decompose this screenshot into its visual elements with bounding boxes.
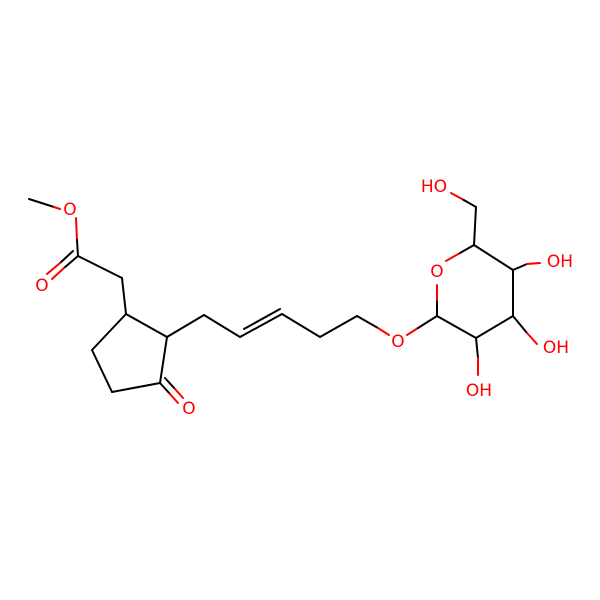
bond-glyco-a — [406, 327, 419, 336]
bond-chain-6b — [377, 327, 390, 336]
bond-chain-1 — [166, 314, 205, 338]
ring-oxygen-label: O — [430, 262, 443, 282]
bond-oh3-a — [512, 315, 528, 334]
bond-ring-4 — [159, 336, 168, 384]
bond-ester-o — [53, 206, 61, 210]
ch2oh-label: HO — [421, 177, 447, 197]
bond-ketone-1b — [169, 393, 179, 404]
ester-oxygen-label: O — [63, 200, 76, 220]
bond-pyr-3 — [473, 244, 514, 271]
bond-chain-5 — [319, 315, 358, 338]
bond-ch2oh-2a — [461, 198, 477, 208]
bond-ketone-2b — [174, 388, 184, 399]
ketone-oxygen-label: O — [182, 399, 195, 419]
bond-chain-3b — [243, 308, 281, 330]
bond-pyr-6 — [436, 315, 477, 339]
bond-oh4-b — [526, 262, 541, 265]
carbonyl-oxygen-label: O — [35, 276, 48, 296]
bond-ring-1 — [91, 313, 127, 351]
bond-oh2-a — [475, 337, 479, 359]
bond-ring-3 — [111, 382, 161, 393]
bond-chain-6a — [356, 315, 379, 329]
bond-ch2-ring — [121, 277, 127, 315]
bond-methyl — [28, 198, 55, 208]
bond-carbonyl-1b — [51, 267, 65, 280]
bond-glyco-b — [417, 315, 438, 329]
bond-ch2oh-2b — [450, 192, 463, 200]
bond-carbonyl-1a — [63, 255, 79, 269]
bond-ester-o-c — [75, 217, 78, 241]
bond-ketone-2a — [164, 377, 176, 390]
bond-pyr-2a — [445, 252, 461, 262]
oh-4-label: OH — [547, 252, 573, 272]
oh-2-label: OH — [466, 381, 492, 401]
bond-oh4-a — [512, 263, 528, 271]
bond-ester-c — [76, 239, 79, 257]
bond-ch2oh-1 — [473, 206, 477, 246]
bonds — [28, 192, 541, 404]
bond-ring-2 — [91, 349, 113, 393]
bond-chain-3a — [239, 313, 283, 338]
atom-labels: O O O O O HO OH OH OH — [35, 177, 573, 419]
bond-carbonyl-2a — [59, 250, 74, 264]
bond-ring-5 — [125, 313, 168, 338]
bond-acetate-ch2 — [77, 255, 123, 279]
glycosidic-oxygen-label: O — [391, 332, 404, 352]
bond-pyr-2b — [459, 244, 475, 254]
bond-chain-2 — [203, 314, 241, 338]
oh-3-label: OH — [543, 338, 569, 358]
bond-carbonyl-2b — [46, 262, 61, 275]
bond-pyr-5 — [475, 315, 514, 339]
bond-chain-4 — [281, 313, 321, 338]
bond-oh3-b — [526, 332, 538, 345]
bond-ketone-1a — [159, 382, 171, 395]
